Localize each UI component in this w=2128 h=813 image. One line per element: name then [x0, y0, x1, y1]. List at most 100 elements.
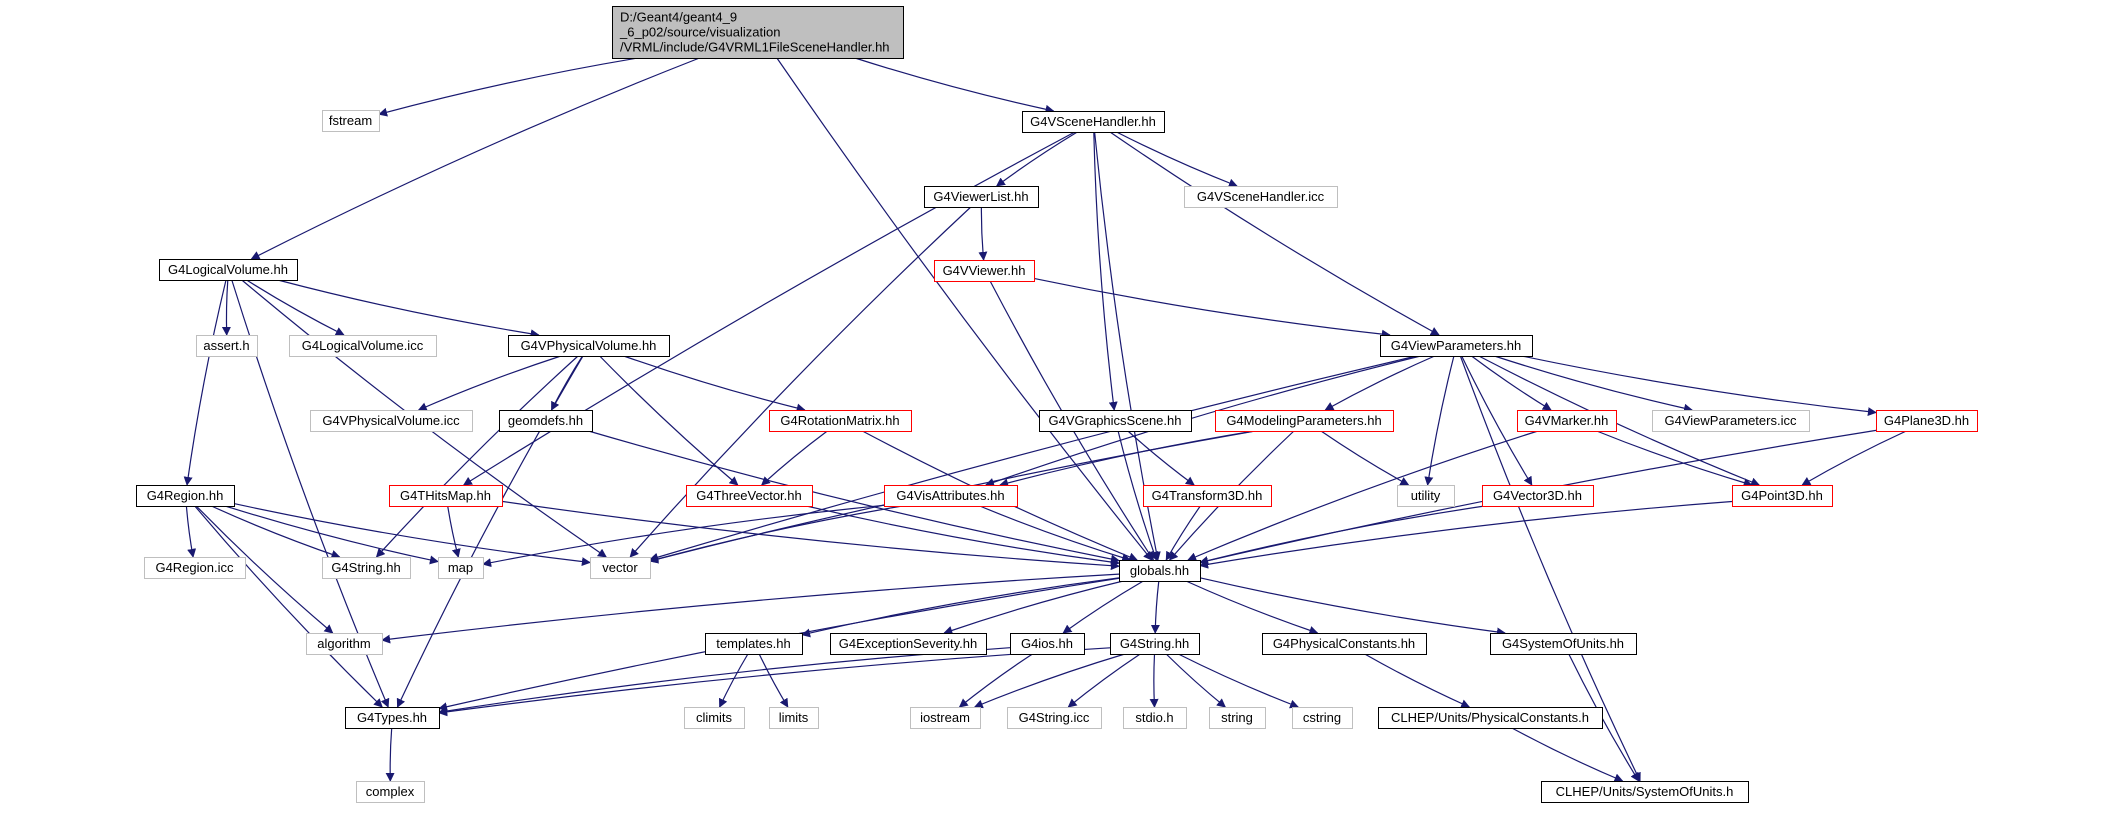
- node-box: [1123, 707, 1187, 729]
- node-g4viewerlist[interactable]: G4ViewerList.hh: [924, 186, 1039, 208]
- node-g4vector3d[interactable]: G4Vector3D.hh: [1482, 485, 1594, 507]
- node-globals[interactable]: globals.hh: [1119, 560, 1201, 582]
- node-g4region-icc: G4Region.icc: [144, 557, 246, 579]
- node-box: [389, 485, 503, 507]
- edge-globals-to-G4SystemOfUnits: [1199, 577, 1506, 637]
- edge-root-to-globals: [776, 57, 1153, 561]
- node-label: G4Types.hh: [357, 710, 427, 725]
- node-box: [1143, 485, 1272, 507]
- edge-CLHEP_PhysicalConstants-to-CLHEP_SystemOfUnits: [1511, 727, 1624, 783]
- edge-G4VPhysicalVolume-to-G4Types: [396, 355, 584, 708]
- node-cstring: cstring: [1292, 707, 1353, 729]
- node-g4plane3d[interactable]: G4Plane3D.hh: [1876, 410, 1978, 432]
- node-g4point3d[interactable]: G4Point3D.hh: [1732, 485, 1833, 507]
- node-box: [924, 186, 1039, 208]
- node-label: G4Region.hh: [147, 488, 224, 503]
- edge-G4PhysicalConstants-to-CLHEP_PhysicalConstants: [1364, 653, 1471, 708]
- edge-G4Region-to-vector: [233, 503, 591, 567]
- edge-G4Vector3D-to-globals: [1199, 505, 1485, 565]
- node-g4transform3d[interactable]: G4Transform3D.hh: [1143, 485, 1272, 507]
- node-box: [934, 260, 1035, 282]
- node-box: [1541, 781, 1749, 803]
- node-g4systemofunits[interactable]: G4SystemOfUnits.hh: [1490, 633, 1637, 655]
- node-g4logicalvolume[interactable]: G4LogicalVolume.hh: [159, 259, 298, 281]
- node-box: [1010, 633, 1085, 655]
- node-clhep-systemofunits[interactable]: CLHEP/Units/SystemOfUnits.h: [1541, 781, 1749, 803]
- node-g4threevector[interactable]: G4ThreeVector.hh: [686, 485, 813, 507]
- node-g4ios[interactable]: G4ios.hh: [1010, 633, 1085, 655]
- node-label: climits: [696, 710, 733, 725]
- edge-templates-to-limits: [758, 653, 789, 708]
- node-label: CLHEP/Units/SystemOfUnits.h: [1556, 784, 1734, 799]
- node-root[interactable]: D:/Geant4/geant4_9_6_p02/source/visualiz…: [612, 6, 904, 59]
- node-g4vmarker[interactable]: G4VMarker.hh: [1517, 410, 1617, 432]
- edge-G4Transform3D-to-globals: [1165, 505, 1201, 561]
- node-label: fstream: [329, 113, 372, 128]
- node-g4vgraphicsscene[interactable]: G4VGraphicsScene.hh: [1039, 410, 1192, 432]
- edge-G4ViewParameters-to-utility: [1424, 355, 1455, 486]
- node-clhep-physicalconstants[interactable]: CLHEP/Units/PhysicalConstants.h: [1378, 707, 1603, 729]
- node-g4string-b[interactable]: G4String.hh: [1110, 633, 1200, 655]
- node-g4vphysicalvolume[interactable]: G4VPhysicalVolume.hh: [508, 335, 670, 357]
- node-box: [499, 410, 593, 432]
- node-complex: complex: [356, 781, 425, 803]
- edge-globals-to-G4ExceptionSeverity: [943, 580, 1124, 635]
- node-box: [1119, 560, 1201, 582]
- edge-G4String_b-to-stdio: [1149, 653, 1159, 708]
- node-iostream: iostream: [910, 707, 981, 729]
- node-fstream: fstream: [322, 110, 380, 132]
- node-box: [830, 633, 987, 655]
- node-label: geomdefs.hh: [508, 413, 583, 428]
- node-label: G4Transform3D.hh: [1152, 488, 1263, 503]
- node-g4types[interactable]: G4Types.hh: [345, 707, 440, 729]
- node-label: G4String.icc: [1019, 710, 1090, 725]
- node-box: [1209, 707, 1266, 729]
- node-g4viewparameters-icc: G4ViewParameters.icc: [1652, 410, 1810, 432]
- node-g4region[interactable]: G4Region.hh: [136, 485, 235, 507]
- node-label: cstring: [1303, 710, 1341, 725]
- node-label: G4VSceneHandler.icc: [1197, 189, 1325, 204]
- node-label: G4VPhysicalVolume.icc: [322, 413, 460, 428]
- node-label: iostream: [920, 710, 970, 725]
- node-label: templates.hh: [716, 636, 790, 651]
- edge-G4Region-to-G4Region_icc: [185, 505, 197, 558]
- node-g4physicalconstants[interactable]: G4PhysicalConstants.hh: [1262, 633, 1427, 655]
- edge-G4ViewParameters-to-G4Plane3D: [1521, 355, 1877, 417]
- node-g4viewparameters[interactable]: G4ViewParameters.hh: [1380, 335, 1533, 357]
- node-box: [322, 557, 411, 579]
- node-g4vviewer[interactable]: G4VViewer.hh: [934, 260, 1035, 282]
- node-label: G4VPhysicalVolume.hh: [521, 338, 657, 353]
- node-label: G4ios.hh: [1021, 636, 1073, 651]
- edge-G4VPhysicalVolume-to-G4String_a: [375, 355, 579, 558]
- edge-G4Region-to-algorithm: [195, 505, 334, 634]
- node-g4exceptionseverity[interactable]: G4ExceptionSeverity.hh: [830, 633, 987, 655]
- edge-G4RotationMatrix-to-G4ThreeVector: [761, 430, 828, 486]
- node-label: G4ViewerList.hh: [933, 189, 1028, 204]
- edge-G4VSceneHandler-to-G4ViewParameters: [1109, 131, 1440, 336]
- edge-G4VisAttributes-to-vector: [649, 505, 903, 564]
- edge-geomdefs-to-globals: [588, 430, 1120, 564]
- edge-root-to-G4LogicalVolume: [250, 57, 700, 260]
- node-g4modelingparameters[interactable]: G4ModelingParameters.hh: [1215, 410, 1394, 432]
- node-box: [159, 259, 298, 281]
- node-templates[interactable]: templates.hh: [705, 633, 803, 655]
- node-geomdefs[interactable]: geomdefs.hh: [499, 410, 593, 432]
- edge-G4ViewParameters-to-G4VMarker: [1471, 355, 1552, 411]
- node-g4thitsmap[interactable]: G4THitsMap.hh: [389, 485, 503, 507]
- node-g4vscenehandler[interactable]: G4VSceneHandler.hh: [1022, 111, 1165, 133]
- node-label: G4PhysicalConstants.hh: [1273, 636, 1415, 651]
- node-label: G4ExceptionSeverity.hh: [839, 636, 978, 651]
- edge-G4VMarker-to-G4Point3D: [1596, 430, 1753, 488]
- node-box: [310, 410, 473, 432]
- edge-globals-to-G4PhysicalConstants: [1185, 580, 1319, 635]
- node-label: G4VSceneHandler.hh: [1030, 114, 1156, 129]
- node-g4visattributes[interactable]: G4VisAttributes.hh: [884, 485, 1018, 507]
- node-label: G4VisAttributes.hh: [896, 488, 1004, 503]
- node-label: G4Point3D.hh: [1741, 488, 1823, 503]
- node-label: G4VGraphicsScene.hh: [1049, 413, 1182, 428]
- edge-G4LogicalVolume-to-G4LogicalVolume_icc: [246, 279, 345, 336]
- node-box: [684, 707, 745, 729]
- node-g4rotationmatrix[interactable]: G4RotationMatrix.hh: [769, 410, 912, 432]
- node-box: [1380, 335, 1533, 357]
- edge-G4ThreeVector-to-globals: [806, 505, 1120, 567]
